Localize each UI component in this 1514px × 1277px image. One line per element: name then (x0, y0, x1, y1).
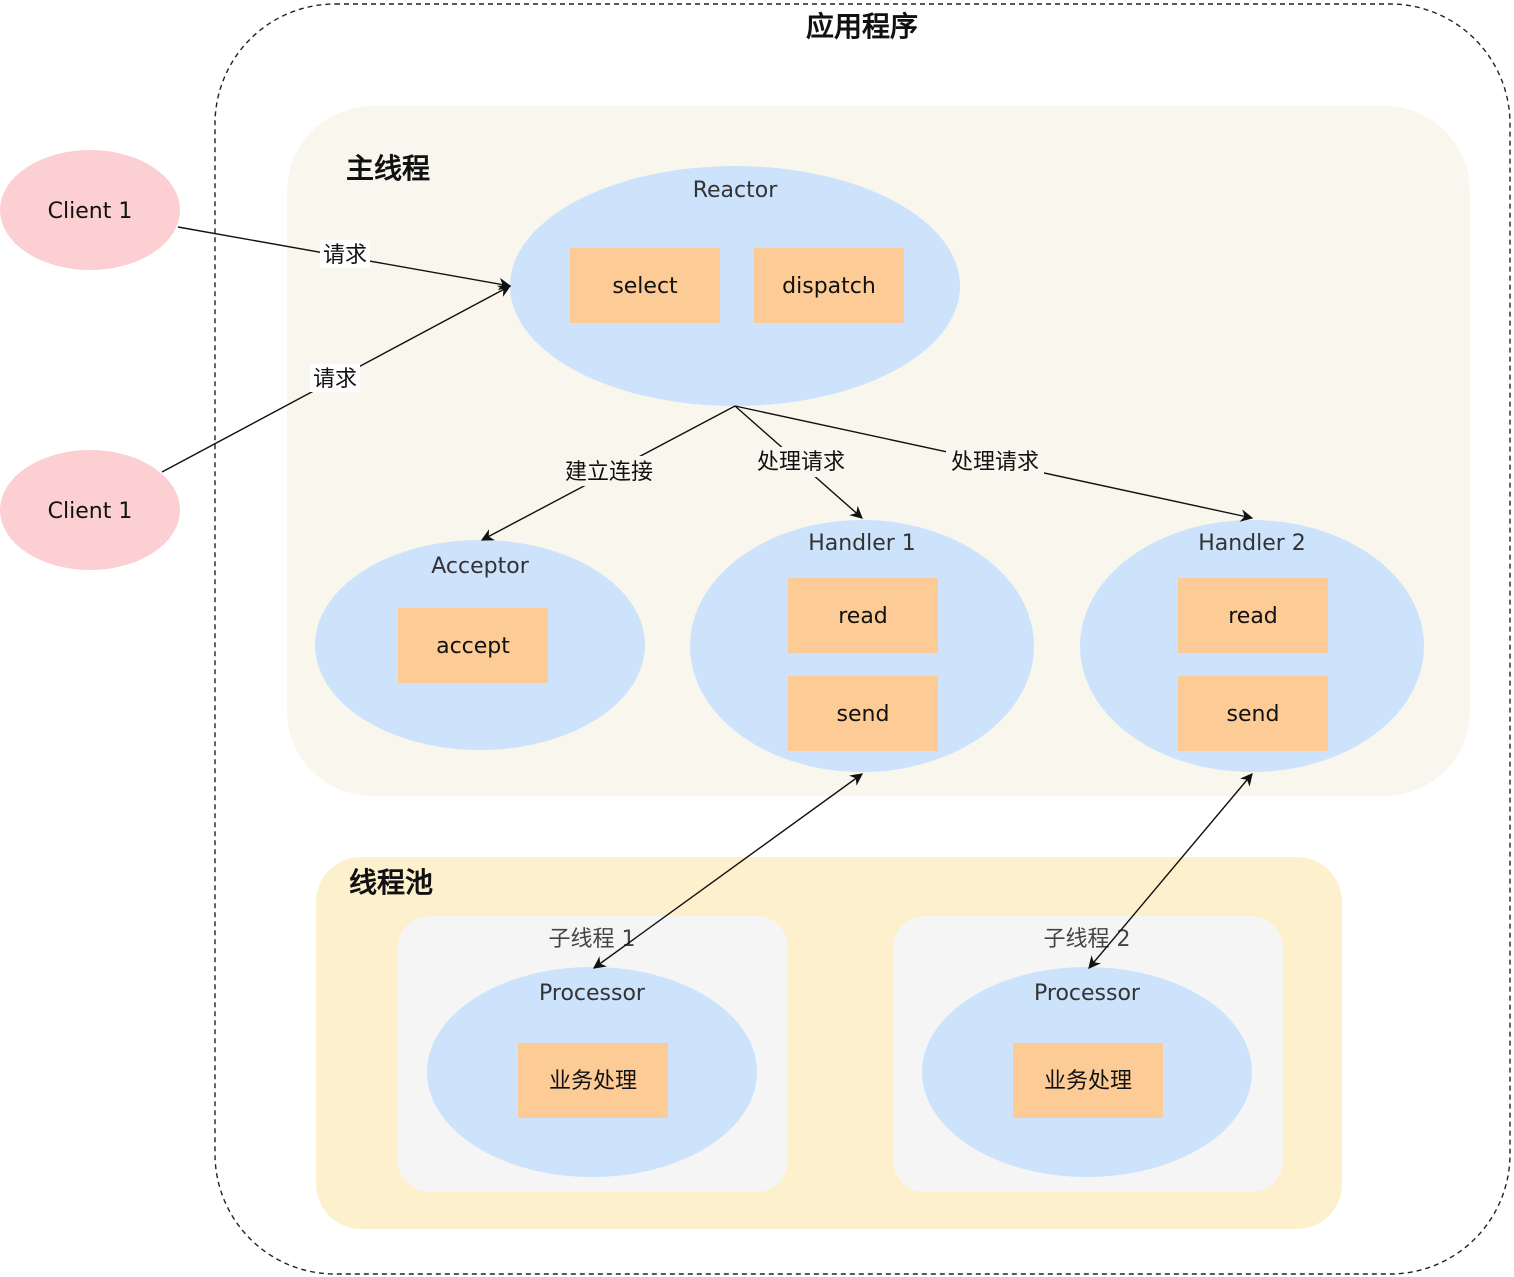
thread-pool-label: 线程池 (349, 866, 433, 899)
processor-1-business-box (518, 1043, 668, 1118)
client-node-1: Client 1 (0, 150, 180, 270)
edge-label-request-1: 请求 (323, 243, 367, 268)
reactor-node: Reactor select dispatch (510, 166, 960, 406)
edge-label-handle-request-2: 处理请求 (951, 450, 1039, 475)
edge-reactor-to-acceptor: 建立连接 (480, 405, 736, 541)
edge-handler1-processor1 (592, 773, 864, 969)
handler-2-read-box (1178, 578, 1328, 653)
accept-box (398, 608, 548, 683)
edge-reactor-to-handler1: 处理请求 (734, 405, 863, 519)
application-title: 应用程序 (806, 10, 918, 43)
processor-2-business-box (1013, 1043, 1163, 1118)
edge-reactor-to-handler2: 处理请求 (734, 405, 1254, 522)
edge-handler2-processor2 (1088, 773, 1253, 969)
handler-1-label: Handler 1 (808, 531, 916, 556)
processor-2-business-label: 业务处理 (1044, 1069, 1132, 1094)
reactor-label: Reactor (693, 178, 778, 203)
handler-1-send-label: send (837, 702, 890, 727)
client-node-2: Client 1 (0, 450, 180, 570)
client-2-label: Client 1 (48, 499, 133, 524)
processor-2-label: Processor (1034, 981, 1141, 1006)
sub-thread-2-label: 子线程 2 (1044, 927, 1131, 952)
handler-2-node: Handler 2 read send (1080, 520, 1424, 772)
acceptor-node: Acceptor accept (315, 540, 645, 750)
processor-1-business-label: 业务处理 (549, 1069, 637, 1094)
handler-2-send-box (1178, 676, 1328, 751)
edge-label-handle-request-1: 处理请求 (757, 450, 845, 475)
dispatch-label: dispatch (782, 274, 876, 299)
dispatch-box (754, 248, 904, 323)
handler-1-send-box (788, 676, 938, 751)
handler-1-read-box (788, 578, 938, 653)
handler-2-send-label: send (1227, 702, 1280, 727)
select-box (570, 248, 720, 323)
application-container: 应用程序 (214, 3, 1511, 1275)
handler-2-read-label: read (1228, 604, 1278, 629)
select-label: select (612, 274, 678, 299)
client-1-label: Client 1 (48, 199, 133, 224)
main-thread-label: 主线程 (346, 152, 430, 185)
edge-client2-to-reactor: 请求 (161, 285, 512, 473)
edge-label-establish-connection: 建立连接 (565, 460, 653, 485)
handler-2-label: Handler 2 (1198, 531, 1306, 556)
handler-1-read-label: read (838, 604, 888, 629)
processor-1-label: Processor (539, 981, 646, 1006)
edge-client1-to-reactor: 请求 (177, 226, 512, 291)
processor-1-node: Processor 业务处理 (427, 967, 757, 1177)
acceptor-label: Acceptor (431, 554, 529, 579)
handler-1-node: Handler 1 read send (690, 520, 1034, 772)
accept-label: accept (436, 634, 510, 659)
edge-label-request-2: 请求 (313, 367, 357, 392)
processor-2-node: Processor 业务处理 (922, 967, 1252, 1177)
